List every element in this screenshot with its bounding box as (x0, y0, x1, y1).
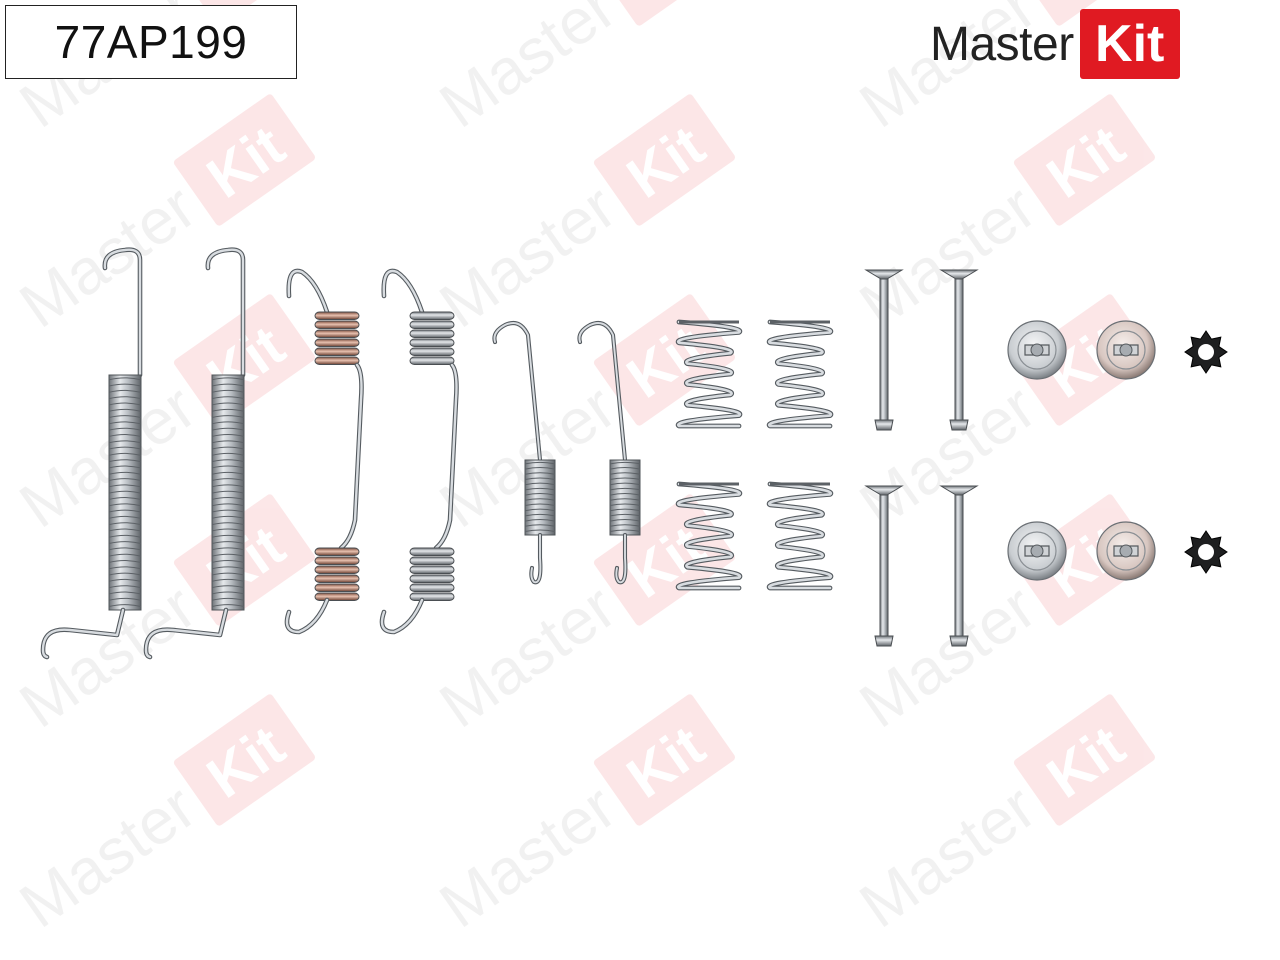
compression-spring (766, 319, 834, 429)
compression-spring (675, 481, 743, 591)
product-code-box: 77AP199 (5, 5, 297, 79)
long-tension-spring (143, 247, 246, 660)
hold-down-pin (864, 485, 904, 647)
compression-spring (766, 481, 834, 591)
watermark-box (593, 294, 735, 426)
brand-logo-box: Kit (1079, 9, 1180, 79)
compression-spring (675, 319, 743, 429)
watermark-box (1013, 94, 1155, 226)
watermark-box (1013, 694, 1155, 826)
retainer-cup (1096, 320, 1156, 380)
hold-down-pin (939, 269, 979, 431)
retainer-cup (1096, 521, 1156, 581)
retainer-cup (1007, 521, 1067, 581)
lock-clip (1184, 530, 1228, 574)
product-code: 77AP199 (54, 16, 248, 68)
copper-hook-spring (379, 268, 459, 635)
watermark-box (173, 94, 315, 226)
small-hook-spring (492, 320, 556, 585)
small-hook-spring (577, 320, 641, 585)
watermark-box (593, 694, 735, 826)
retainer-cup (1007, 320, 1067, 380)
brand-logo: Master Kit (930, 8, 1230, 80)
hold-down-pin (939, 485, 979, 647)
long-tension-spring (40, 247, 143, 660)
copper-hook-spring (284, 268, 364, 635)
watermark-box (173, 694, 315, 826)
hold-down-pin (864, 269, 904, 431)
watermark-box (593, 94, 735, 226)
brand-logo-word: Master (930, 17, 1074, 71)
lock-clip (1184, 330, 1228, 374)
